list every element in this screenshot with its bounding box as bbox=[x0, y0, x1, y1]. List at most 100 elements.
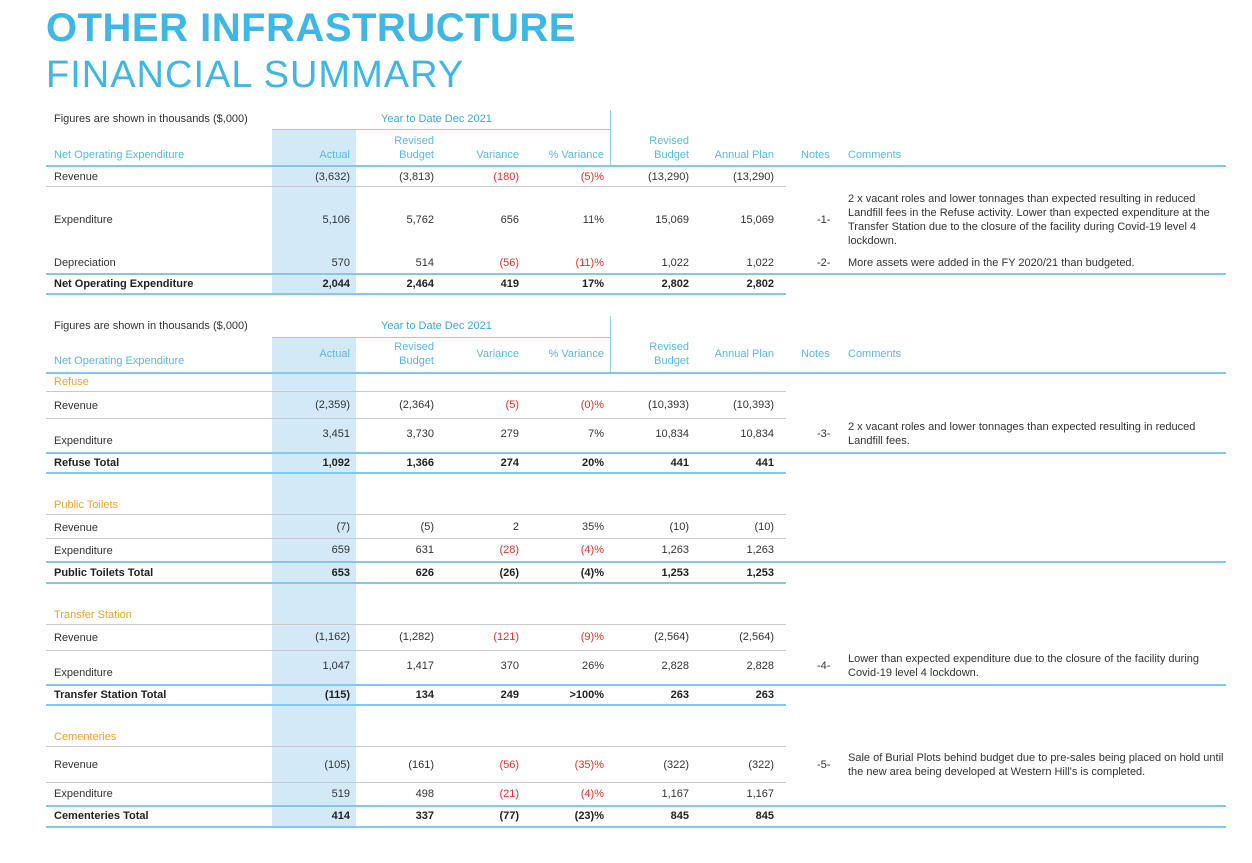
cell-pct: 7% bbox=[588, 428, 604, 440]
total-label: Cementeries Total bbox=[54, 810, 149, 822]
header-actual: Actual bbox=[319, 149, 350, 161]
total-variance: (77) bbox=[499, 810, 519, 822]
cell-comment: More assets were added in the FY 2020/21… bbox=[848, 257, 1135, 269]
cell-annual-plan: 10,834 bbox=[740, 428, 774, 440]
total-budget: 626 bbox=[415, 567, 434, 579]
cell-actual: (3,632) bbox=[315, 171, 350, 183]
total-pct: (23)% bbox=[574, 810, 604, 822]
header-label: Net Operating Expenditure bbox=[54, 149, 185, 161]
cell-budget: 514 bbox=[415, 257, 434, 269]
row-label: Expenditure bbox=[54, 435, 113, 447]
row-label: Revenue bbox=[54, 759, 99, 771]
cell-pct: (35)% bbox=[574, 759, 604, 771]
cell-variance: 279 bbox=[500, 428, 519, 440]
bottom-rule bbox=[46, 293, 786, 295]
total-annual-plan: 263 bbox=[755, 689, 774, 701]
ytd-header: Year to Date Dec 2021 bbox=[381, 113, 492, 125]
header-budget: Budget bbox=[399, 149, 434, 161]
bottom-rule bbox=[46, 582, 786, 584]
cell-note: -3- bbox=[817, 428, 831, 440]
divider bbox=[46, 538, 786, 539]
cell-pct: (0)% bbox=[580, 399, 604, 411]
header-notes: Notes bbox=[801, 348, 830, 360]
divider bbox=[46, 186, 786, 187]
figures-note: Figures are shown in thousands ($,000) bbox=[54, 320, 248, 332]
ytd-header: Year to Date Dec 2021 bbox=[381, 320, 492, 332]
cell-budget: 5,762 bbox=[406, 214, 434, 226]
cell-budget: 498 bbox=[415, 788, 434, 800]
divider bbox=[46, 418, 786, 419]
cell-actual: (1,162) bbox=[315, 631, 350, 643]
divider bbox=[46, 746, 786, 747]
cell-actual: (105) bbox=[324, 759, 350, 771]
cell-budget: 3,730 bbox=[406, 428, 434, 440]
cell-revised-budget: 1,167 bbox=[661, 788, 689, 800]
cell-variance: (56) bbox=[499, 257, 519, 269]
cell-pct: (4)% bbox=[580, 788, 604, 800]
divider bbox=[46, 782, 786, 783]
header-revised: Revised bbox=[394, 341, 434, 353]
header-rule bbox=[46, 165, 1226, 167]
header-notes: Notes bbox=[801, 149, 830, 161]
total-actual: 2,044 bbox=[322, 278, 350, 290]
cell-revised-budget: (10) bbox=[669, 521, 689, 533]
header-comments: Comments bbox=[848, 348, 902, 360]
cell-pct: (5)% bbox=[580, 171, 604, 183]
total-variance: 419 bbox=[500, 278, 519, 290]
cell-actual: 5,106 bbox=[322, 214, 350, 226]
total-label: Refuse Total bbox=[54, 457, 120, 469]
total-revised-budget: 263 bbox=[670, 689, 689, 701]
column-divider bbox=[610, 110, 611, 166]
total-rule bbox=[46, 452, 1226, 454]
divider bbox=[272, 129, 610, 130]
cell-actual: 659 bbox=[331, 544, 350, 556]
total-revised-budget: 441 bbox=[670, 457, 689, 469]
total-label: Public Toilets Total bbox=[54, 567, 154, 579]
header-annual-plan: Annual Plan bbox=[714, 348, 774, 360]
header-revised: Revised bbox=[649, 135, 689, 147]
cell-annual-plan: 1,263 bbox=[746, 544, 774, 556]
total-annual-plan: 1,253 bbox=[746, 567, 774, 579]
cell-variance: (56) bbox=[499, 759, 519, 771]
cell-budget: 631 bbox=[415, 544, 434, 556]
cell-note: -4- bbox=[817, 660, 831, 672]
header-actual: Actual bbox=[319, 348, 350, 360]
total-actual: 653 bbox=[331, 567, 350, 579]
cell-revised-budget: (10,393) bbox=[648, 399, 689, 411]
cell-note: -1- bbox=[817, 214, 831, 226]
actual-column-shade bbox=[272, 129, 356, 293]
section-title: Transfer Station bbox=[54, 609, 132, 621]
cell-actual: (2,359) bbox=[315, 399, 350, 411]
total-revised-budget: 845 bbox=[670, 810, 689, 822]
total-variance: 249 bbox=[500, 689, 519, 701]
total-variance: 274 bbox=[500, 457, 519, 469]
header-budget: Budget bbox=[654, 149, 689, 161]
total-annual-plan: 441 bbox=[755, 457, 774, 469]
cell-revised-budget: (2,564) bbox=[654, 631, 689, 643]
total-budget: 134 bbox=[415, 689, 434, 701]
figures-note: Figures are shown in thousands ($,000) bbox=[54, 113, 248, 125]
total-budget: 2,464 bbox=[406, 278, 434, 290]
cell-variance: 370 bbox=[500, 660, 519, 672]
cell-revised-budget: 1,022 bbox=[661, 257, 689, 269]
total-actual: 1,092 bbox=[322, 457, 350, 469]
section-title: Cementeries bbox=[54, 731, 117, 743]
cell-revised-budget: 15,069 bbox=[655, 214, 689, 226]
header-pct-variance: % Variance bbox=[548, 149, 604, 161]
total-label: Net Operating Expenditure bbox=[54, 278, 194, 290]
cell-pct: 26% bbox=[581, 660, 604, 672]
page-subtitle: FINANCIAL SUMMARY bbox=[46, 54, 465, 96]
total-actual: 414 bbox=[331, 810, 350, 822]
cell-comment: Sale of Burial Plots behind budget due t… bbox=[848, 752, 1224, 778]
cell-variance: (28) bbox=[499, 544, 519, 556]
header-variance: Variance bbox=[476, 348, 519, 360]
total-actual: (115) bbox=[324, 689, 350, 701]
divider bbox=[46, 391, 786, 392]
header-label: Net Operating Expenditure bbox=[54, 355, 185, 367]
cell-budget: (3,813) bbox=[399, 171, 434, 183]
cell-budget: 1,417 bbox=[406, 660, 434, 672]
row-label: Revenue bbox=[54, 522, 99, 534]
cell-budget: (5) bbox=[420, 521, 434, 533]
cell-budget: (2,364) bbox=[399, 399, 434, 411]
cell-annual-plan: (2,564) bbox=[739, 631, 774, 643]
